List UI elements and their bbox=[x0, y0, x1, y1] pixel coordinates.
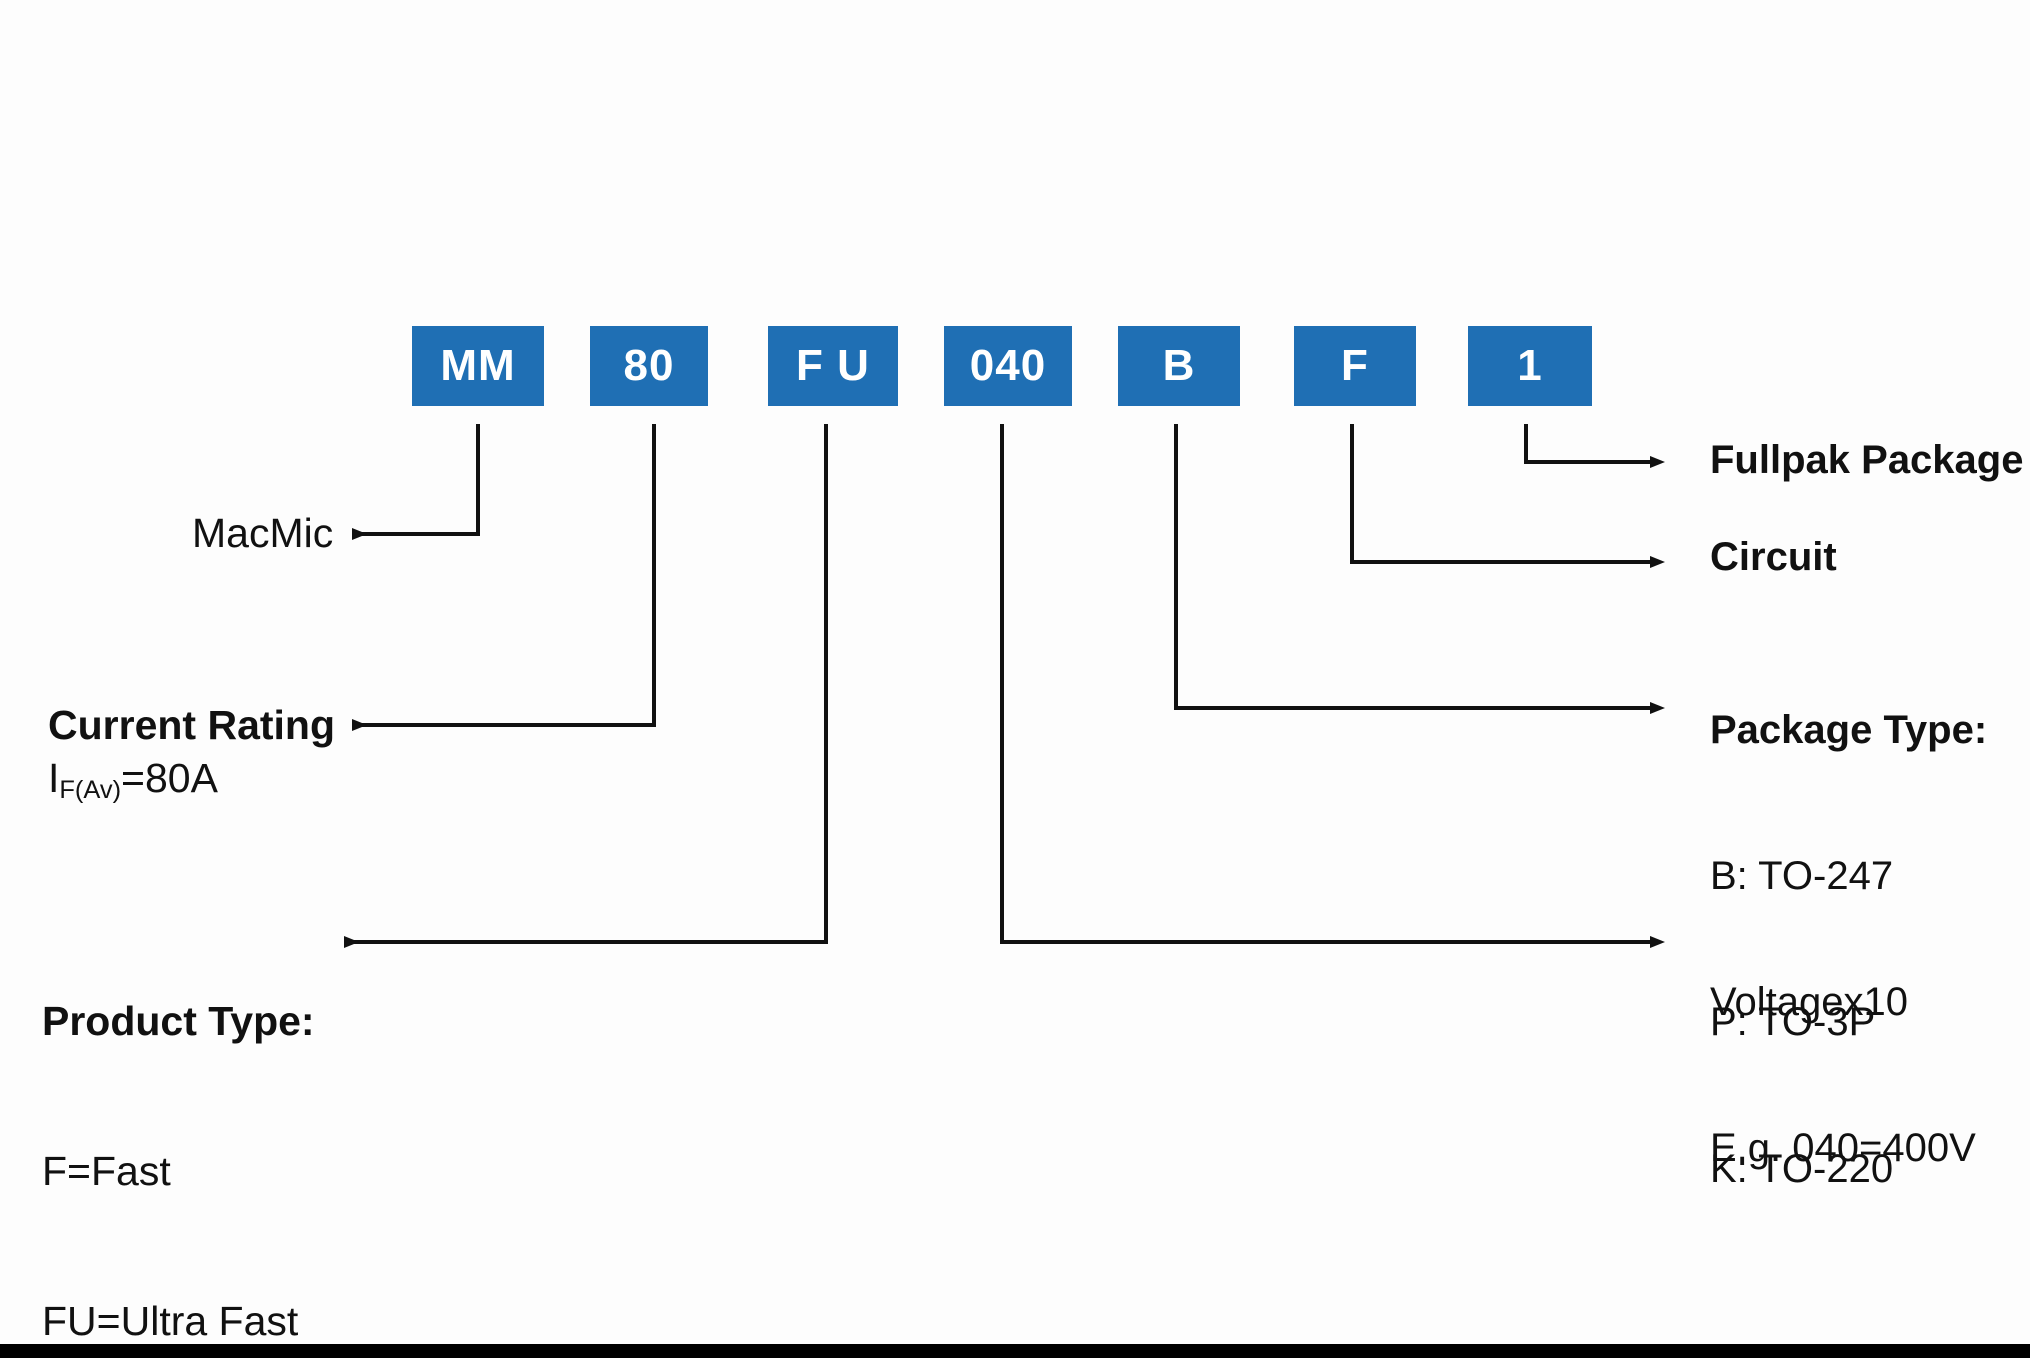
label-package-type-heading: Package Type: bbox=[1710, 707, 1988, 752]
code-box-current-rating[interactable]: 80 bbox=[590, 326, 708, 406]
label-package-type-row-2: K: TO-220 bbox=[1710, 1146, 1894, 1191]
label-macmic: MacMic bbox=[192, 510, 334, 556]
leader-line-voltage bbox=[1000, 424, 1665, 948]
bottom-rule bbox=[0, 1344, 2030, 1358]
label-voltage-row-0: Voltagex10 bbox=[1710, 979, 1908, 1024]
code-box-voltage[interactable]: 040 bbox=[944, 326, 1072, 406]
code-box-package-type[interactable]: B bbox=[1118, 326, 1240, 406]
label-current-rating-heading: Current Rating bbox=[48, 702, 335, 748]
current-value: =80A bbox=[121, 755, 218, 801]
current-subscript: F(Av) bbox=[59, 776, 122, 805]
code-box-fullpak[interactable]: 1 bbox=[1468, 326, 1592, 406]
label-product-type-block: Product Type: F=Fast FU=Ultra Fast FC=Fa… bbox=[42, 896, 346, 1358]
code-box-circuit[interactable]: F bbox=[1294, 326, 1416, 406]
label-fullpak-package: Fullpak Package bbox=[1710, 438, 2024, 482]
current-symbol: I bbox=[48, 755, 60, 801]
label-current-rating-value: IF(Av)=80A bbox=[48, 753, 218, 805]
label-product-type-row-0: F=Fast bbox=[42, 1148, 171, 1195]
leader-line-package-type bbox=[1174, 424, 1665, 714]
leader-line-macmic bbox=[352, 424, 480, 540]
leader-line-fullpak bbox=[1524, 424, 1665, 468]
label-circuit: Circuit bbox=[1710, 535, 1837, 579]
label-product-type-heading: Product Type: bbox=[42, 998, 315, 1045]
code-box-product-type[interactable]: F U bbox=[768, 326, 898, 406]
leader-line-product-type bbox=[344, 424, 828, 948]
label-voltage-block: Voltagex10 E.g. 040=400V bbox=[1710, 880, 1976, 1270]
label-package-type-block: Package Type: B: TO-247 P: TO-3P K: TO-2… bbox=[1710, 608, 1987, 1291]
label-package-type-row-1: P: TO-3P bbox=[1710, 1000, 1876, 1045]
leader-line-current-rating bbox=[352, 424, 656, 731]
label-product-type-row-1: FU=Ultra Fast bbox=[42, 1298, 299, 1345]
label-voltage-row-1: E.g. 040=400V bbox=[1710, 1125, 1976, 1170]
code-box-manufacturer[interactable]: MM bbox=[412, 326, 544, 406]
leader-line-circuit bbox=[1350, 424, 1665, 568]
label-package-type-row-0: B: TO-247 bbox=[1710, 853, 1894, 898]
